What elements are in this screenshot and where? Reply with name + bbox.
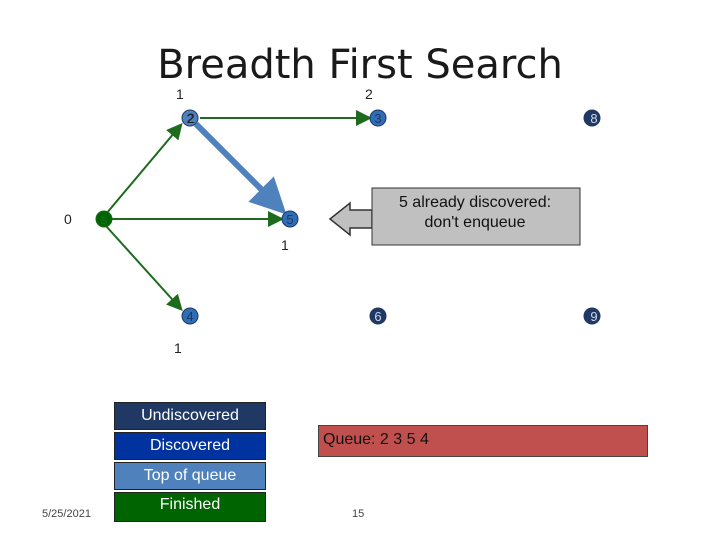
legend-undiscovered: Undiscovered [114,402,266,430]
callout-line-1: 5 already discovered: [398,194,552,211]
queue-display: Queue: 2 3 5 4 [318,425,648,457]
slide-title: Breadth First Search [157,42,563,88]
node-label-2: 2 [186,111,193,126]
node-label-4: 4 [186,309,193,324]
distance-2: 1 [176,86,184,102]
node-label-8: 8 [590,111,597,126]
slide-number: 15 [352,508,365,520]
node-9 [583,307,601,325]
node-label-s: s [101,212,108,227]
node-5 [281,210,299,228]
distance-5: 1 [281,237,289,253]
legend-top-of-queue: Top of queue [114,462,266,490]
node-label-3: 3 [374,111,381,126]
callout-line-2: don't enqueue [424,214,526,231]
node-3 [369,109,387,127]
legend-discovered: Discovered [114,432,266,460]
edge-s-4 [105,225,183,311]
node-4 [181,307,199,325]
node-label-6: 6 [374,309,381,324]
callout-arrow [328,201,373,237]
callout-text: 5 already discovered: don't enqueue [372,193,578,233]
node-label-9: 9 [590,309,597,324]
distance-7: 2 [365,86,373,102]
node-2 [181,109,199,127]
edge-s-2 [105,122,183,215]
node-s [95,210,113,228]
distance-4: 1 [174,340,182,356]
distance-s: 0 [64,211,72,227]
callout-box [371,187,581,246]
edge-2-5-current [193,121,287,215]
node-8 [583,109,601,127]
distance-3: 2 [187,110,195,126]
slide-date: 5/25/2021 [42,508,91,520]
node-label-5: 5 [286,212,293,227]
legend-finished: Finished [114,492,266,522]
node-6 [369,307,387,325]
